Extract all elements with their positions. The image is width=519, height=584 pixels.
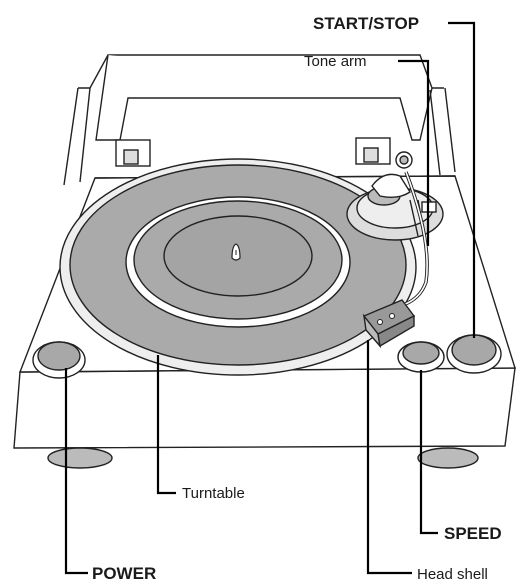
speed-leader [419,370,438,535]
tone-arm-label: Tone arm [304,53,367,70]
tone-arm [399,171,429,308]
dust-cover [63,54,456,186]
start-stop-button[interactable] [446,334,502,374]
turntable-label: Turntable [182,485,245,502]
turntable-platter [59,158,417,376]
power-label: POWER [92,564,156,583]
head-shell-leader [366,340,412,575]
start-stop-leader [448,21,476,338]
start-stop-label: START/STOP [313,14,419,33]
power-button[interactable] [32,341,86,379]
turntable-leader [156,355,176,495]
tone-arm-leader [398,59,430,246]
speed-button[interactable] [397,341,445,373]
power-leader [64,368,88,575]
feet [47,447,479,469]
speed-label: SPEED [444,524,502,543]
head-shell-label: Head shell [417,566,488,583]
head-shell [362,299,416,349]
leader-lines [64,21,476,575]
